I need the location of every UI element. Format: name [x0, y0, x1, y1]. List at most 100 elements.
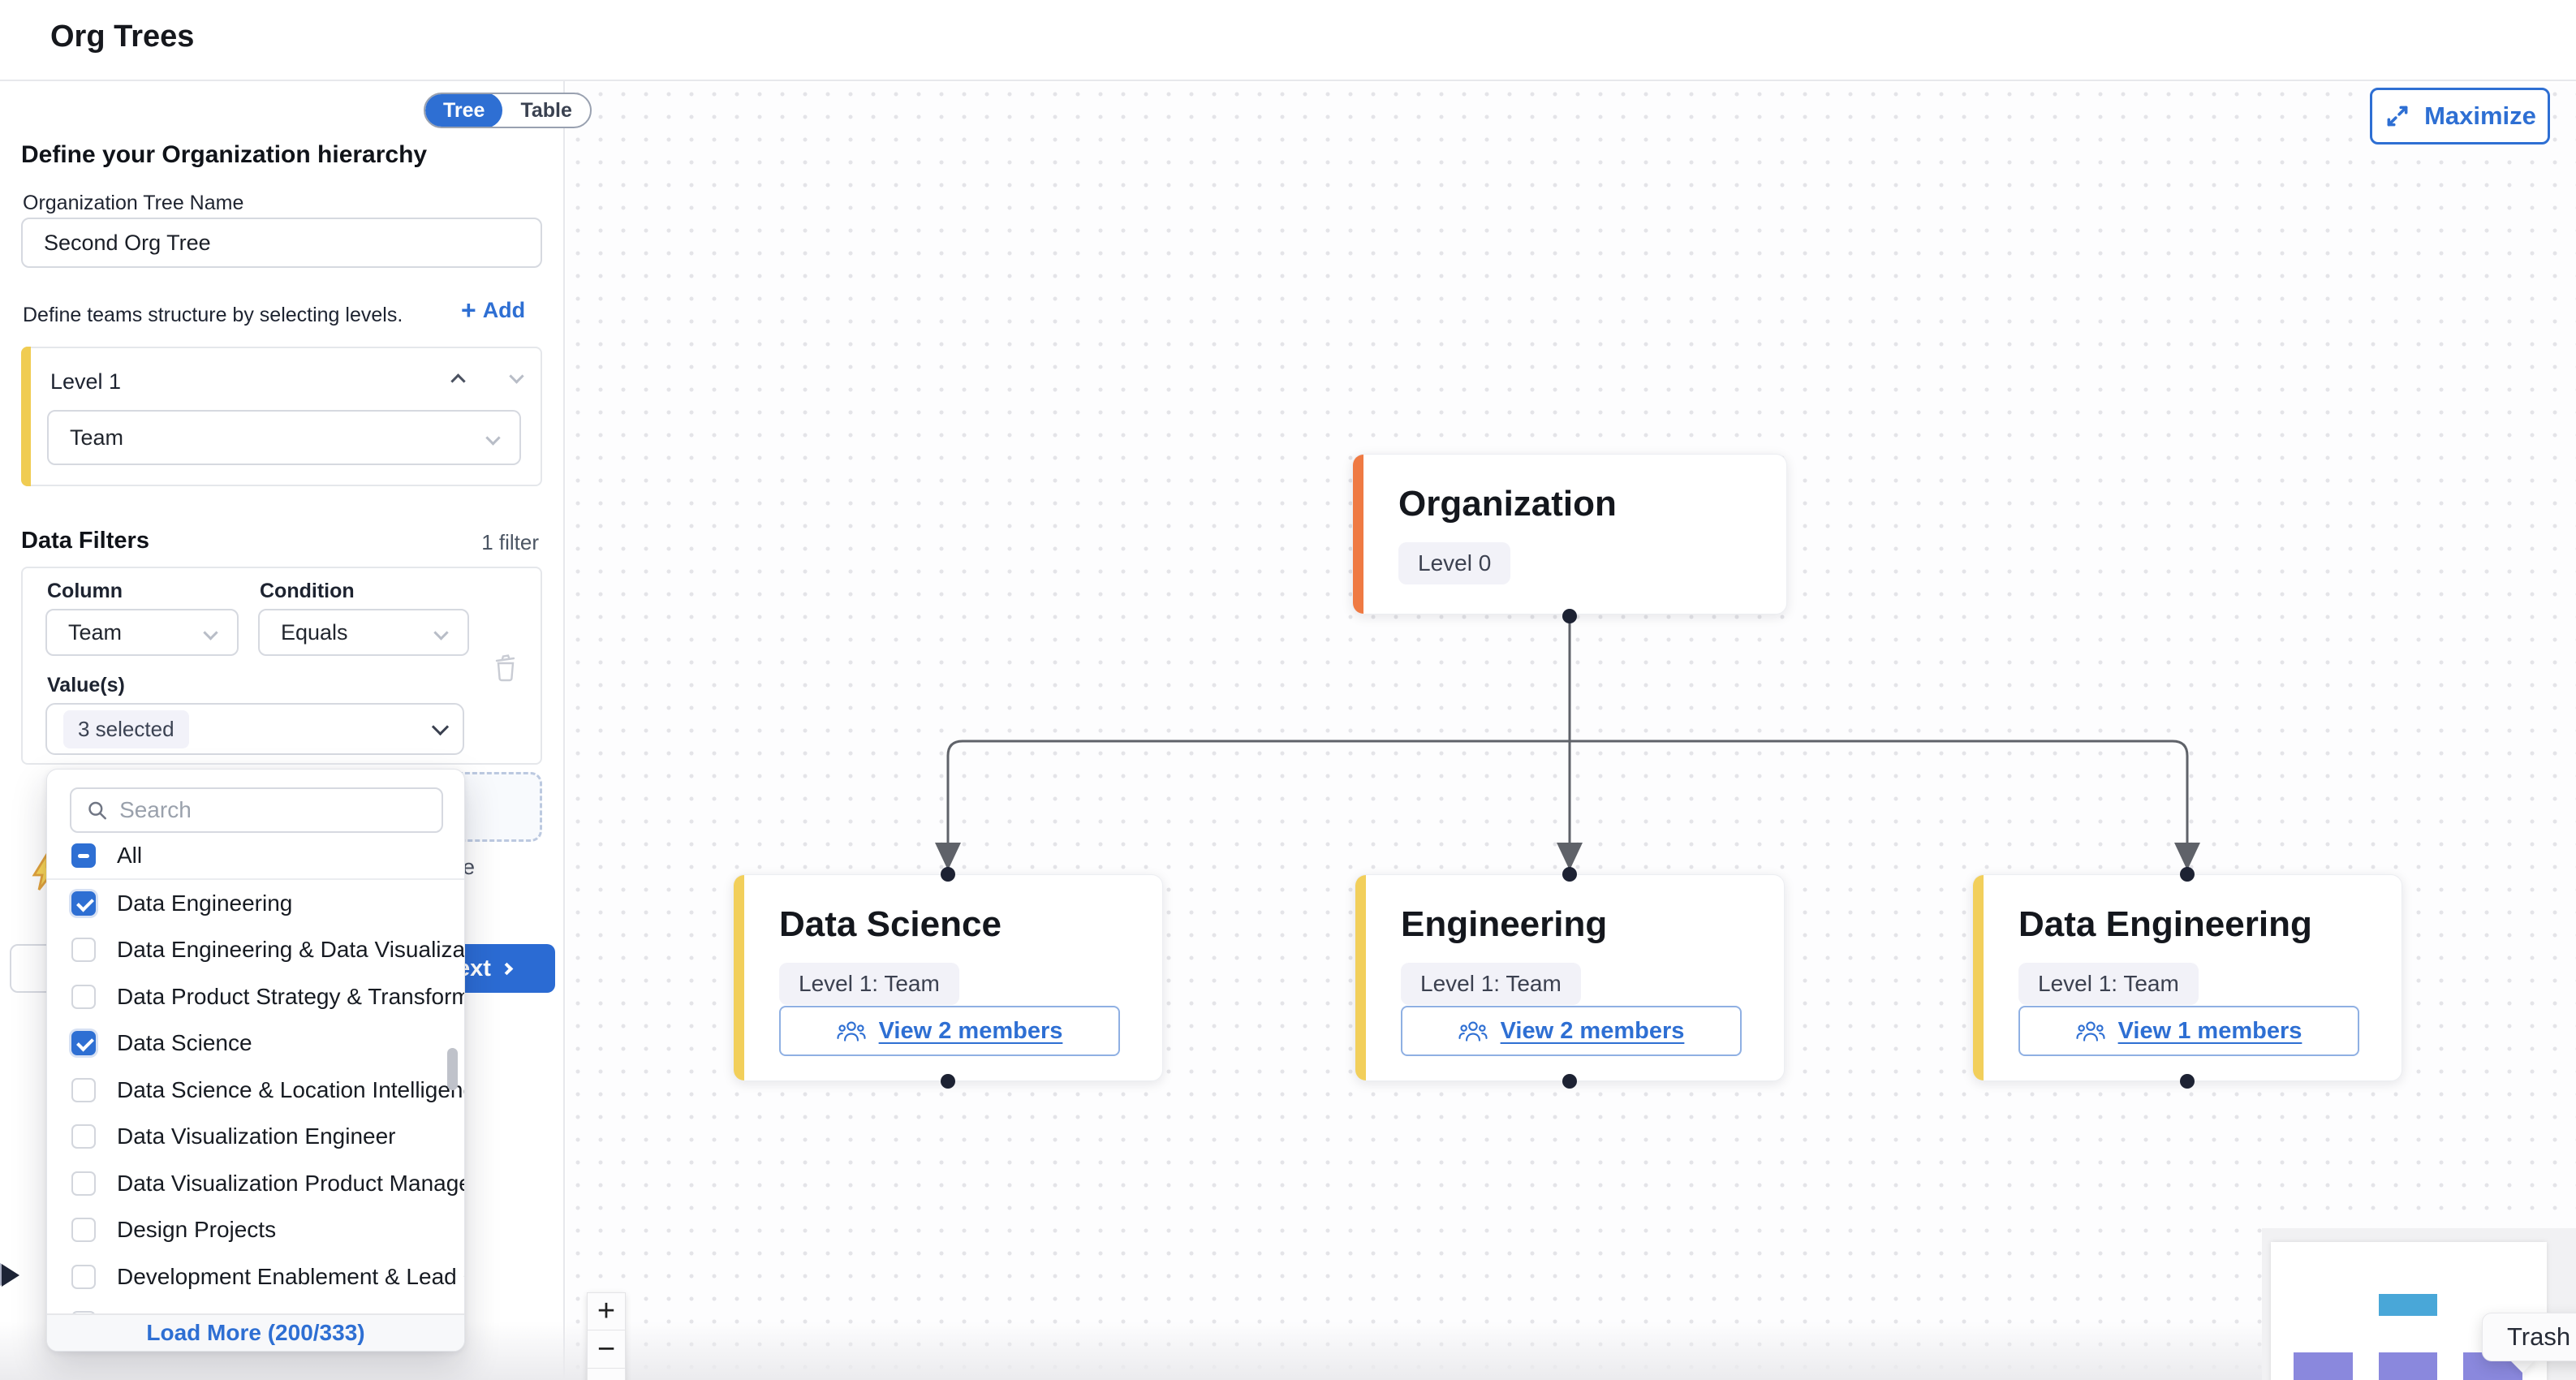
- chevron-down-icon: [203, 624, 218, 640]
- connection-handle[interactable]: [1562, 1074, 1577, 1089]
- expand-icon: [2387, 106, 2408, 127]
- view-members-button[interactable]: View 2 members: [779, 1006, 1120, 1056]
- option-label: Data Engineering: [117, 890, 293, 916]
- values-multiselect[interactable]: 3 selected: [45, 703, 464, 755]
- chevron-down-icon: [431, 718, 450, 735]
- zoom-in-button[interactable]: +: [587, 1292, 626, 1330]
- dropdown-option[interactable]: Data Science & Location Intelligence: [47, 1067, 464, 1114]
- panel-heading: Define your Organization hierarchy: [21, 141, 428, 168]
- node-level-badge: Level 1: Team: [1401, 963, 1581, 1005]
- dropdown-search: [70, 787, 443, 833]
- option-checkbox[interactable]: [71, 1031, 96, 1056]
- delete-filter-icon[interactable]: [493, 654, 518, 682]
- data-filters-title: Data Filters: [21, 528, 149, 554]
- connection-handle[interactable]: [1562, 867, 1577, 882]
- option-checkbox[interactable]: [71, 1171, 96, 1196]
- node-accent-bar: [1355, 875, 1366, 1080]
- chevron-down-icon: [485, 429, 501, 446]
- select-all-row[interactable]: All: [47, 833, 464, 880]
- values-label: Value(s): [47, 674, 125, 696]
- selected-count-chip: 3 selected: [63, 709, 189, 748]
- option-checkbox[interactable]: [71, 1124, 96, 1149]
- plus-icon: +: [461, 295, 476, 325]
- column-select[interactable]: Team: [45, 609, 239, 656]
- node-accent-bar: [1353, 455, 1363, 614]
- level-type-select[interactable]: Team: [47, 410, 521, 465]
- load-more-link[interactable]: Load More (200/333): [146, 1320, 365, 1345]
- members-icon: [2076, 1021, 2105, 1041]
- dropdown-option[interactable]: Development Enablement & Lead Ge...: [47, 1253, 464, 1300]
- node-title: Data Engineering: [2018, 904, 2312, 944]
- option-label: Design Projects: [117, 1217, 277, 1243]
- add-level-button[interactable]: + Add: [461, 295, 526, 325]
- view-members-button[interactable]: View 2 members: [1401, 1006, 1742, 1056]
- chevron-down-icon[interactable]: [509, 369, 524, 384]
- tree-name-label: Organization Tree Name: [23, 192, 244, 214]
- play-icon: [2, 1264, 19, 1287]
- search-input[interactable]: [119, 797, 427, 823]
- dropdown-scrollbar[interactable]: [447, 1048, 458, 1090]
- connection-handle[interactable]: [2180, 1074, 2195, 1089]
- dropdown-option-list: Data Engineering Data Engineering & Data…: [47, 880, 464, 1316]
- connection-handle[interactable]: [941, 867, 955, 882]
- zoom-controls: + −: [587, 1292, 626, 1380]
- org-node-engineering[interactable]: Engineering Level 1: Team View 2 members: [1355, 874, 1785, 1081]
- node-title: Organization: [1398, 484, 1617, 524]
- level-accent-bar: [21, 347, 31, 486]
- filter-count: 1 filter: [481, 530, 539, 554]
- connection-handle[interactable]: [1562, 609, 1577, 623]
- condition-select[interactable]: Equals: [258, 609, 469, 656]
- search-icon: [88, 801, 106, 820]
- connection-handle[interactable]: [2180, 867, 2195, 882]
- tree-name-input[interactable]: [21, 218, 542, 268]
- page-title: Org Trees: [50, 19, 195, 54]
- minimap-node: [2294, 1352, 2353, 1380]
- option-label: Data Engineering & Data Visualization: [117, 937, 464, 963]
- option-label: Data Visualization Product Managem...: [117, 1170, 464, 1196]
- view-members-button[interactable]: View 1 members: [2018, 1006, 2359, 1056]
- dropdown-option[interactable]: Data Engineering: [47, 880, 464, 927]
- chevron-right-icon: [500, 962, 514, 975]
- dropdown-option[interactable]: Data Product Strategy & Transformat...: [47, 973, 464, 1020]
- option-label: Data Visualization Engineer: [117, 1123, 396, 1149]
- dropdown-option[interactable]: Data Visualization Engineer: [47, 1114, 464, 1161]
- maximize-button[interactable]: Maximize: [2370, 88, 2550, 144]
- option-checkbox[interactable]: [71, 1077, 96, 1102]
- option-label: Data Science: [117, 1030, 252, 1056]
- option-checkbox[interactable]: [71, 938, 96, 963]
- chevron-up-icon[interactable]: [450, 373, 466, 389]
- node-accent-bar: [1973, 875, 1984, 1080]
- option-checkbox[interactable]: [71, 891, 96, 916]
- option-label: Development & Portfolio Strat...: [117, 1310, 435, 1316]
- toggle-tree[interactable]: Tree: [425, 94, 503, 127]
- condition-label: Condition: [260, 580, 355, 602]
- dropdown-option[interactable]: Design Projects: [47, 1207, 464, 1254]
- dropdown-option[interactable]: Data Science: [47, 1020, 464, 1067]
- toggle-table[interactable]: Table: [520, 98, 572, 122]
- option-label: Data Product Strategy & Transformat...: [117, 983, 464, 1009]
- option-checkbox[interactable]: [71, 1264, 96, 1289]
- dropdown-option[interactable]: Data Visualization Product Managem...: [47, 1160, 464, 1207]
- filter-card: Column Condition Team Equals Value(s) 3 …: [21, 567, 542, 765]
- option-checkbox[interactable]: [71, 984, 96, 1009]
- org-chart-canvas[interactable]: [566, 83, 2576, 1380]
- select-all-label: All: [117, 843, 143, 868]
- dropdown-option[interactable]: Data Engineering & Data Visualization: [47, 927, 464, 974]
- select-all-checkbox[interactable]: [71, 843, 96, 868]
- node-title: Engineering: [1401, 904, 1608, 944]
- fit-view-button[interactable]: [587, 1369, 626, 1380]
- trash-tooltip: Trash: [2482, 1313, 2576, 1361]
- org-node-data-science[interactable]: Data Science Level 1: Team View 2 member…: [733, 874, 1163, 1081]
- org-node-data-engineering[interactable]: Data Engineering Level 1: Team View 1 me…: [1972, 874, 2402, 1081]
- members-icon: [1458, 1021, 1488, 1041]
- level-card: Level 1 Team: [21, 347, 542, 486]
- connection-handle[interactable]: [941, 1074, 955, 1089]
- option-checkbox[interactable]: [71, 1218, 96, 1243]
- node-title: Data Science: [779, 904, 1002, 944]
- view-toggle: Tree Table: [424, 93, 592, 128]
- node-accent-bar: [734, 875, 744, 1080]
- values-dropdown: All Data Engineering Data Engineering & …: [46, 769, 465, 1352]
- org-node-organization[interactable]: Organization Level 0: [1352, 454, 1787, 615]
- page-header: Org Trees: [0, 0, 2576, 81]
- zoom-out-button[interactable]: −: [587, 1330, 626, 1369]
